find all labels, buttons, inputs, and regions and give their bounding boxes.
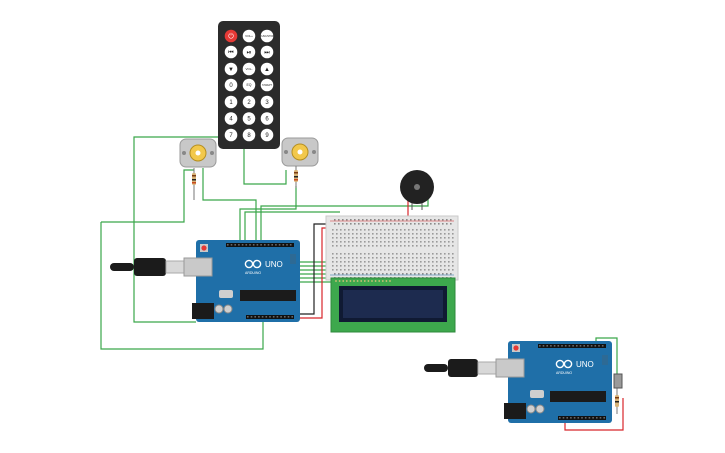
remote-button-label: 0 xyxy=(229,83,233,89)
remote-digit-button[interactable]: 7 xyxy=(224,128,238,142)
remote-func-stop-button[interactable]: FUNC/STOP xyxy=(260,29,274,43)
remote-button-label: VOL+ xyxy=(245,34,253,38)
remote-button-label: ⏮ xyxy=(228,50,234,56)
remote-button-label: FUNC/STOP xyxy=(260,35,274,38)
wire-green[interactable] xyxy=(239,186,297,242)
arduino-secondary[interactable]: UNO ARDUINO xyxy=(424,341,623,423)
resistor-icon[interactable] xyxy=(615,388,619,414)
remote-button-label: ST/REPT xyxy=(262,84,273,87)
lcd-display[interactable] xyxy=(330,277,456,333)
remote-button-label: VOL- xyxy=(245,67,252,71)
board-model-label: UNO xyxy=(576,360,594,369)
remote-nav-button[interactable]: VOL- xyxy=(242,62,256,76)
remote-nav-button[interactable]: ▲ xyxy=(260,62,274,76)
remote-button-label: ▼ xyxy=(228,67,234,73)
pin-headers xyxy=(226,243,296,319)
remote-digit-button[interactable]: 2 xyxy=(242,95,256,109)
motor-right[interactable] xyxy=(281,137,319,167)
pushbutton[interactable] xyxy=(613,373,623,389)
remote-vol-up-button[interactable]: VOL+ xyxy=(242,29,256,43)
remote-button-label: 5 xyxy=(247,117,251,123)
remote-nav-button[interactable]: ▼ xyxy=(224,62,238,76)
remote-digit-button[interactable]: 9 xyxy=(260,128,274,142)
remote-button-label: ▲ xyxy=(264,67,270,73)
pin-headers xyxy=(538,344,608,420)
wire-green[interactable] xyxy=(243,148,287,185)
usb-cable-icon[interactable] xyxy=(110,258,185,276)
remote-media-button[interactable]: ⏮ xyxy=(224,45,238,59)
remote-digit-button[interactable]: 3 xyxy=(260,95,274,109)
breadboard[interactable] xyxy=(325,215,459,281)
resistor-icon[interactable] xyxy=(294,166,298,188)
remote-button-label: EQ xyxy=(246,83,251,87)
remote-buttons: ⏻ VOL+ FUNC/STOP ⏮ ⏯ ⏭ ▼ VOL- ▲ 0 EQ ST/REPT 1 2 3 4 5 6 7… xyxy=(224,29,274,142)
reset-button-icon[interactable] xyxy=(513,345,519,351)
remote-button-label: 6 xyxy=(265,117,269,123)
wire-green[interactable] xyxy=(101,169,194,223)
resistor-icon[interactable] xyxy=(192,168,196,200)
wire-green[interactable] xyxy=(100,222,264,350)
remote-digit-button[interactable]: 8 xyxy=(242,128,256,142)
board-brand-label: ARDUINO xyxy=(245,271,261,275)
usb-cable-icon[interactable] xyxy=(424,359,497,377)
power-icon[interactable]: ⏻ xyxy=(224,29,238,43)
remote-button-label: 9 xyxy=(265,133,269,139)
remote-function-button[interactable]: ST/REPT xyxy=(260,78,274,92)
reset-button-icon[interactable] xyxy=(201,245,207,251)
buzzer[interactable] xyxy=(400,170,434,210)
remote-function-button[interactable]: 0 xyxy=(224,78,238,92)
board-model-label: UNO xyxy=(265,260,283,269)
motor-left[interactable] xyxy=(179,138,217,168)
remote-digit-button[interactable]: 1 xyxy=(224,95,238,109)
remote-digit-button[interactable]: 6 xyxy=(260,112,274,125)
arduino-logo xyxy=(555,359,573,369)
arduino-logo xyxy=(244,259,262,269)
remote-button-label: 4 xyxy=(229,117,233,123)
wire-green[interactable] xyxy=(244,211,340,242)
board-brand-label: ARDUINO xyxy=(556,371,572,375)
lcd-pins xyxy=(335,280,391,282)
wire-green[interactable] xyxy=(202,168,257,242)
remote-button-label: ⏯ xyxy=(247,50,252,56)
wire-green[interactable] xyxy=(595,337,618,378)
remote-button-label: 8 xyxy=(247,133,251,139)
remote-media-button[interactable]: ⏭ xyxy=(260,45,274,59)
remote-media-button[interactable]: ⏯ xyxy=(242,45,256,59)
ir-remote[interactable]: ⏻ VOL+ FUNC/STOP ⏮ ⏯ ⏭ ▼ VOL- ▲ 0 EQ ST/REPT 1 2 3 4 5 6 7… xyxy=(218,21,280,149)
remote-button-label: 3 xyxy=(265,100,269,106)
remote-button-label: ⏭ xyxy=(264,50,270,56)
wire-green[interactable] xyxy=(260,198,429,242)
remote-button-label: 7 xyxy=(229,133,233,139)
remote-digit-button[interactable]: 4 xyxy=(224,112,238,125)
remote-function-button[interactable]: EQ xyxy=(242,78,256,92)
remote-button-label: ⏻ xyxy=(228,32,234,40)
remote-digit-button[interactable]: 5 xyxy=(242,112,256,125)
wire-green[interactable] xyxy=(133,136,218,323)
remote-button-label: 1 xyxy=(229,100,233,106)
remote-button-label: 2 xyxy=(247,100,251,106)
arduino-main[interactable]: UNO ARDUINO xyxy=(110,240,300,322)
